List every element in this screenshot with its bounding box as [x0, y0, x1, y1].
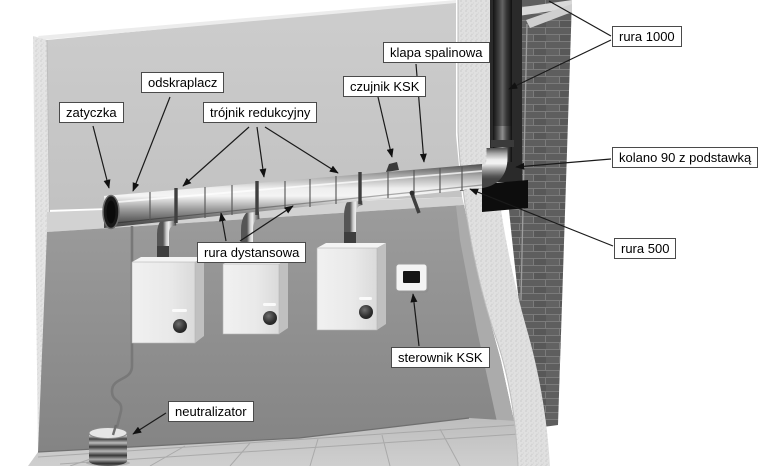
vertical-flue-pipe [491, 0, 514, 162]
label-czujnik-ksk: czujnik KSK [343, 76, 427, 97]
label-kolano-90: kolano 90 z podstawką [612, 147, 759, 168]
label-rura-500: rura 500 [614, 238, 677, 259]
label-klapa-spalinowa: klapa spalinowa [383, 42, 490, 63]
label-sterownik-ksk: sterownik KSK [391, 347, 490, 368]
label-rura-dystansowa: rura dystansowa [197, 242, 307, 263]
label-zatyczka: zatyczka [59, 102, 124, 123]
reducing-tees [174, 172, 362, 223]
collector-pipe [102, 164, 483, 230]
flue-damper-lever [409, 190, 421, 214]
ksk-sensor-device [386, 162, 399, 172]
end-cap-zatyczka [102, 194, 120, 230]
boiler-2 [222, 259, 288, 335]
annotation-arrows [92, 0, 614, 435]
label-trojnik-redukcyjny: trójnik redukcyjny [203, 102, 318, 123]
label-neutralizator: neutralizator [168, 401, 254, 422]
neutralizer-canister [86, 424, 130, 466]
boiler-1 [131, 257, 204, 344]
condensate-drain-tube [110, 226, 134, 432]
label-rura-1000: rura 1000 [612, 26, 682, 47]
label-odskraplacz: odskraplacz [141, 72, 225, 93]
ksk-controller-device [395, 263, 429, 293]
boiler-3 [316, 243, 386, 331]
wall-niche [482, 180, 528, 212]
